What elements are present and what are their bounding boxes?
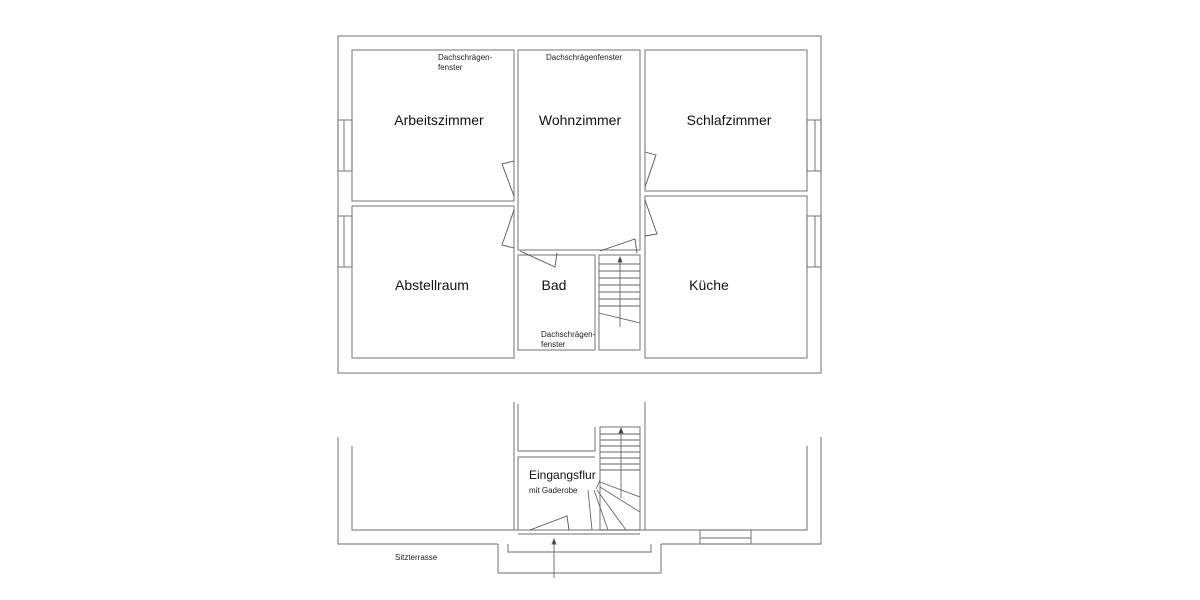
note-line-1: Dachschrägen- (438, 53, 493, 62)
door-schlafzimmer (644, 151, 657, 188)
room-kueche (644, 195, 808, 359)
room-wohnzimmer (517, 49, 641, 251)
label-sitzterrasse: Sitzterrasse (395, 553, 438, 562)
entrance-arrow (551, 537, 557, 578)
label-kueche: Küche (689, 277, 729, 293)
window-left-upper (337, 119, 353, 172)
label-bad: Bad (541, 277, 567, 293)
note-line-1: Dachschrägen- (541, 330, 596, 339)
ground-floor-walls (337, 402, 822, 574)
label-wohnzimmer: Wohnzimmer (538, 112, 622, 128)
note-skylight-bad: Dachschrägen- fenster (541, 330, 595, 350)
room-abstellraum (351, 205, 515, 359)
note-skylight-wohnzimmer: Dachschrägenfenster (546, 53, 623, 62)
door-kueche (644, 199, 658, 237)
window-right-lower (806, 215, 822, 268)
note-line-2: fenster (541, 340, 566, 349)
note-skylight-arbeitszimmer: Dachschrägen- fenster (438, 53, 492, 73)
window-left-lower (337, 215, 353, 268)
door-abstellraum (501, 209, 515, 249)
label-garderobe: mit Gaderobe (529, 486, 578, 495)
door-bad (519, 250, 558, 268)
label-abstellraum: Abstellraum (395, 277, 469, 293)
door-arbeitszimmer (501, 160, 515, 197)
stair-ground (587, 426, 641, 531)
stair-upper (598, 254, 641, 351)
label-arbeitszimmer: Arbeitszimmer (394, 112, 484, 128)
label-schlafzimmer: Schlafzimmer (686, 112, 772, 128)
label-eingangsflur: Eingangsflur (529, 468, 596, 482)
door-entrance-inner (529, 515, 570, 531)
stair-treads-upper (598, 255, 641, 327)
upper-outer-wall (337, 35, 822, 374)
door-stair (599, 238, 638, 254)
note-line-2: fenster (438, 63, 463, 72)
window-right-upper (806, 119, 822, 172)
